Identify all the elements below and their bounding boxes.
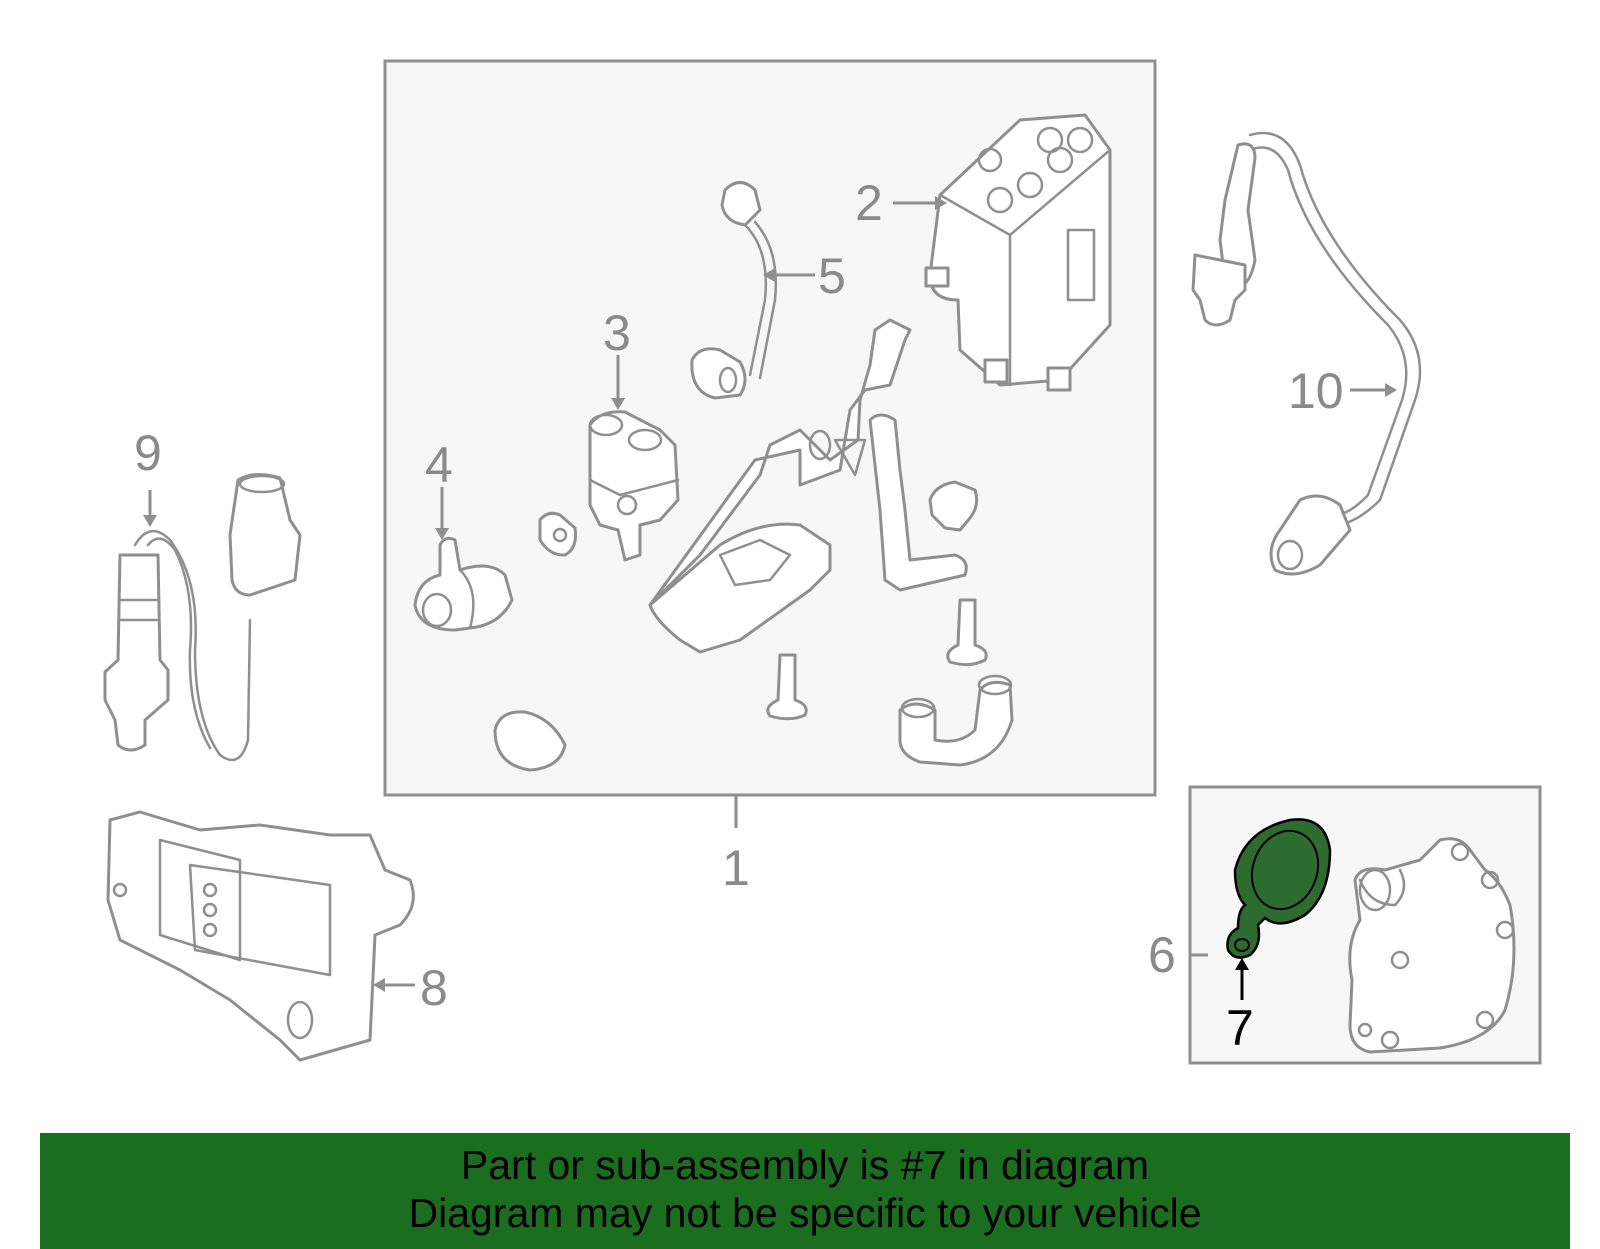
callout-4: 4 (425, 437, 453, 493)
callout-6: 6 (1148, 927, 1176, 983)
callout-8: 8 (420, 960, 448, 1016)
banner-line-2: Diagram may not be specific to your vehi… (408, 1190, 1202, 1236)
elbow-hose (898, 674, 1014, 767)
part-9-oxygen-sensor[interactable] (103, 473, 302, 762)
part-8-sensor[interactable] (106, 810, 415, 1062)
callout-7: 7 (1226, 1000, 1254, 1056)
part-2-canister[interactable] (924, 113, 1112, 392)
bolt-2 (766, 653, 808, 721)
callout-10: 10 (1288, 363, 1344, 419)
callout-5: 5 (818, 248, 846, 304)
parts-diagram: 2 5 3 4 (103, 59, 1542, 1065)
part-6-pump[interactable] (1348, 837, 1516, 1054)
part-10-oxygen-sensor[interactable] (1191, 131, 1422, 576)
part-7-gasket[interactable] (1226, 818, 1332, 959)
grommet (493, 710, 567, 772)
info-banner: Part or sub-assembly is #7 in diagram Di… (40, 1133, 1570, 1249)
banner-line-1: Part or sub-assembly is #7 in diagram (460, 1142, 1150, 1188)
callout-2: 2 (855, 175, 883, 231)
part-5-hose[interactable] (690, 181, 778, 400)
bracket (648, 318, 968, 654)
plug-cap (928, 480, 979, 532)
callout-3: 3 (603, 305, 631, 361)
callout-9: 9 (134, 425, 162, 481)
part-4-solenoid[interactable] (413, 536, 514, 632)
part-3-valve[interactable] (538, 410, 680, 562)
bolt-1 (946, 598, 988, 667)
callout-1: 1 (722, 840, 750, 896)
